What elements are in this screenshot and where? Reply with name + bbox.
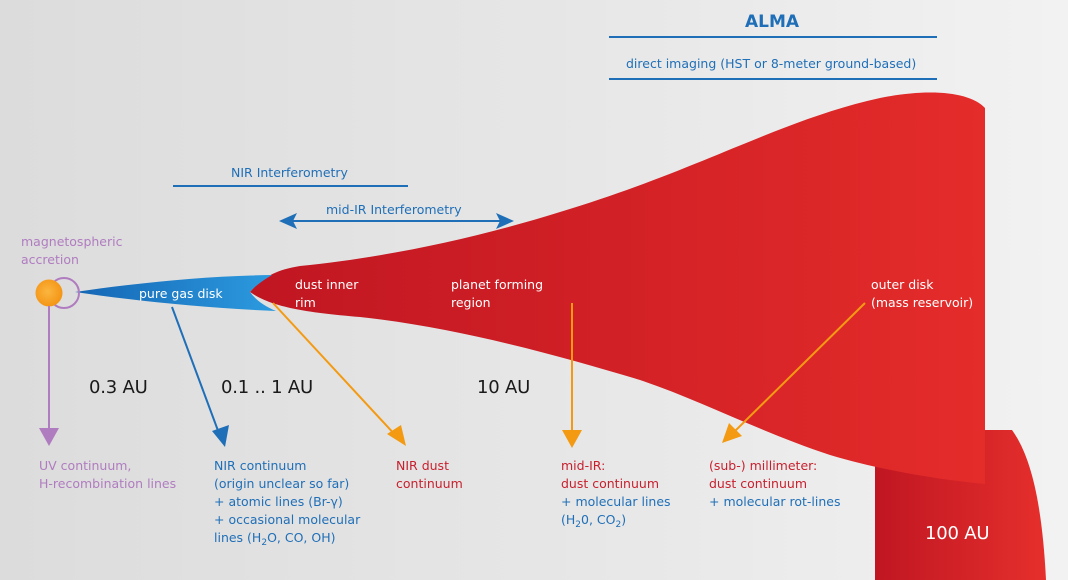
mm-observables: (sub-) millimeter: dust continuum + mole… <box>709 458 841 509</box>
uv-arrowhead <box>39 428 59 446</box>
midir-arrowhead <box>562 430 582 448</box>
star-icon <box>35 279 63 307</box>
magnetospheric-accretion-label: magnetospheric accretion <box>21 234 123 267</box>
midir-observables: mid-IR: dust continuum + molecular lines… <box>561 458 671 530</box>
midir-interferometry-label: mid-IR Interferometry <box>326 202 462 217</box>
distance-0-3-au: 0.3 AU <box>89 377 148 398</box>
gas-disk-label: pure gas disk <box>139 286 223 301</box>
alma-label: ALMA <box>745 12 800 32</box>
mm-arrow <box>732 302 866 434</box>
uv-observables: UV continuum, H-recombination lines <box>39 458 177 491</box>
nir-observables: NIR continuum (origin unclear so far) + … <box>214 458 361 548</box>
distance-10-au: 10 AU <box>477 377 531 398</box>
direct-imaging-label: direct imaging (HST or 8-meter ground-ba… <box>626 56 917 71</box>
planet-forming-label: planet forming region <box>451 277 544 310</box>
arrowhead-left <box>279 213 297 229</box>
nir-dust-observables: NIR dust continuum <box>396 458 463 491</box>
outer-disk-label: outer disk (mass reservoir) <box>871 277 974 310</box>
nir-interferometry-label: NIR Interferometry <box>231 165 348 180</box>
distance-100-au: 100 AU <box>925 523 990 544</box>
nir-dust-arrowhead <box>387 425 406 446</box>
distance-0-1-1-au: 0.1 .. 1 AU <box>221 377 313 398</box>
nir-dust-arrow <box>272 302 399 439</box>
dust-rim-label: dust inner rim <box>295 277 359 310</box>
nir-arrowhead <box>212 425 229 447</box>
midir-interferometry-arrow <box>279 213 514 229</box>
arrowhead-right <box>496 213 514 229</box>
nir-arrow <box>171 306 221 437</box>
mm-arrowhead <box>722 423 742 443</box>
dust-disk <box>250 92 985 485</box>
gas-disk <box>75 275 276 311</box>
